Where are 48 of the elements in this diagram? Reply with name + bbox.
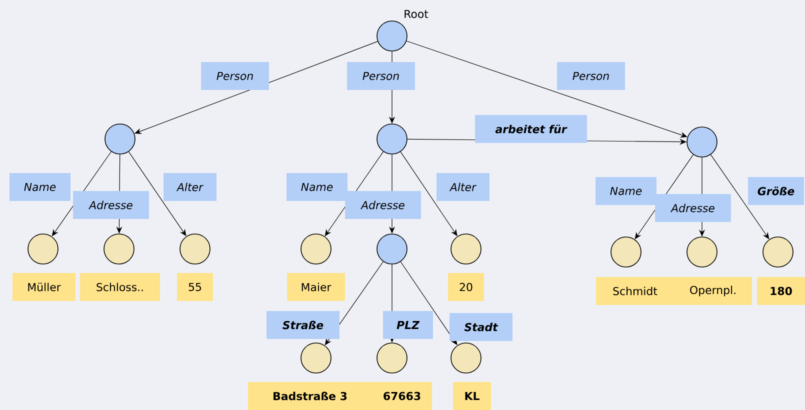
node-circle <box>450 342 482 374</box>
edge-label: Name <box>596 177 656 205</box>
value-box: 20 <box>448 273 484 301</box>
edge-label: Alter <box>436 173 490 201</box>
edge-label: Name <box>10 173 70 201</box>
value-box: 67663 <box>372 382 432 410</box>
node-circle <box>376 342 408 374</box>
node-circle <box>376 124 408 154</box>
node-label: Root <box>404 10 428 18</box>
arrow <box>406 40 688 138</box>
node-circle <box>762 236 794 268</box>
edge-label: Adresse <box>73 191 149 219</box>
value-box: Opernpl. <box>674 277 752 305</box>
edge-label: arbeitet für <box>475 115 587 143</box>
node-circle <box>376 234 408 264</box>
node-circle <box>450 234 482 264</box>
node-circle <box>686 236 718 268</box>
node-label: Badstraße 3 <box>274 392 347 400</box>
value-box: Schmidt <box>596 277 674 305</box>
value-box: Schloss.. <box>80 273 160 301</box>
node-label: 67663 <box>384 392 420 400</box>
value-box: Maier <box>287 273 345 301</box>
value-box: 55 <box>177 273 213 301</box>
edge-label: PLZ <box>383 311 433 339</box>
node-label: Opernpl. <box>690 286 736 296</box>
edge-label: Person <box>557 62 625 90</box>
node-circle <box>104 124 136 154</box>
value-box: Müller <box>12 273 76 301</box>
edge-label: Adresse <box>655 194 731 222</box>
value-box: KL <box>453 382 491 410</box>
node-circle <box>686 126 718 158</box>
edge-label: Adresse <box>345 191 421 219</box>
edge-label: Straße <box>266 311 340 339</box>
value-box: 180 <box>757 277 805 305</box>
node-circle <box>300 342 332 374</box>
edge-label: Person <box>201 62 269 90</box>
node-circle <box>180 234 210 264</box>
edge-label: Alter <box>164 173 216 201</box>
node-circle <box>300 234 332 264</box>
node-circle <box>28 234 58 264</box>
edge-label: Person <box>347 62 415 90</box>
edge-label: Größe <box>748 177 804 205</box>
node-label: Schmidt <box>613 286 658 296</box>
arrow <box>710 154 770 240</box>
node-circle <box>104 234 134 264</box>
node-circle <box>610 236 642 268</box>
edge-label: Name <box>286 173 348 201</box>
edge-label: Stadt <box>450 313 512 341</box>
